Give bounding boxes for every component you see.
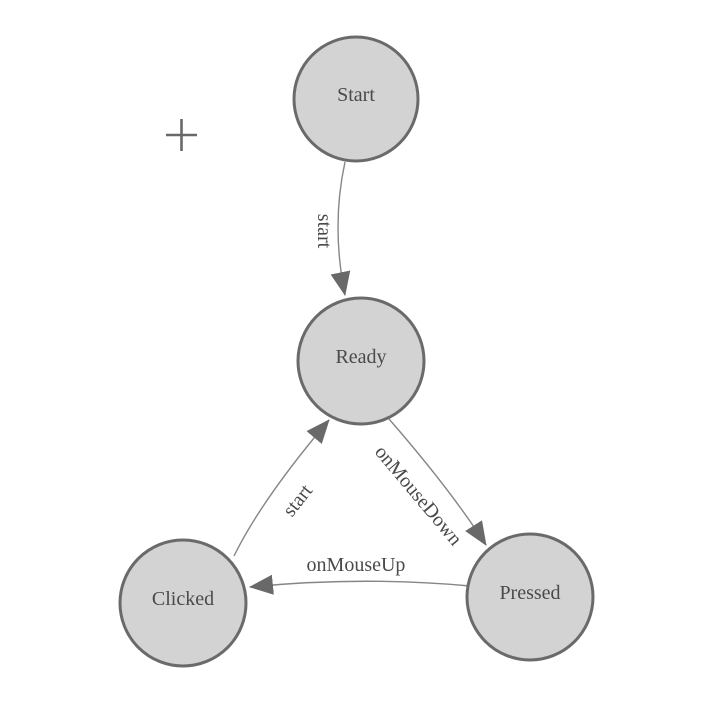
edge-pressed-to-clicked[interactable]: onMouseUp [249, 554, 471, 595]
edge-label-onmouseup: onMouseUp [307, 554, 406, 576]
edge-line[interactable] [330, 161, 351, 296]
edge-ready-to-pressed[interactable]: onMouseDown [370, 418, 487, 550]
state-circle-ready[interactable] [296, 296, 426, 426]
add-node-plus-icon[interactable] [166, 119, 197, 151]
node-ready[interactable]: Ready [296, 296, 426, 426]
edge-line[interactable] [388, 418, 487, 546]
edge-clicked-to-ready[interactable]: start [233, 419, 330, 557]
edge-line[interactable] [233, 419, 330, 557]
edge-line[interactable] [249, 574, 471, 595]
edge-label-start: start [313, 214, 335, 249]
state-circle-pressed[interactable] [465, 532, 595, 662]
state-circle-start[interactable] [292, 35, 420, 163]
edge-label-start-2: start [279, 480, 318, 521]
node-pressed[interactable]: Pressed [465, 532, 595, 662]
node-start[interactable]: Start [292, 35, 420, 163]
state-circle-clicked[interactable] [118, 538, 248, 668]
node-clicked[interactable]: Clicked [118, 538, 248, 668]
edge-start-to-ready[interactable]: start [313, 161, 351, 296]
